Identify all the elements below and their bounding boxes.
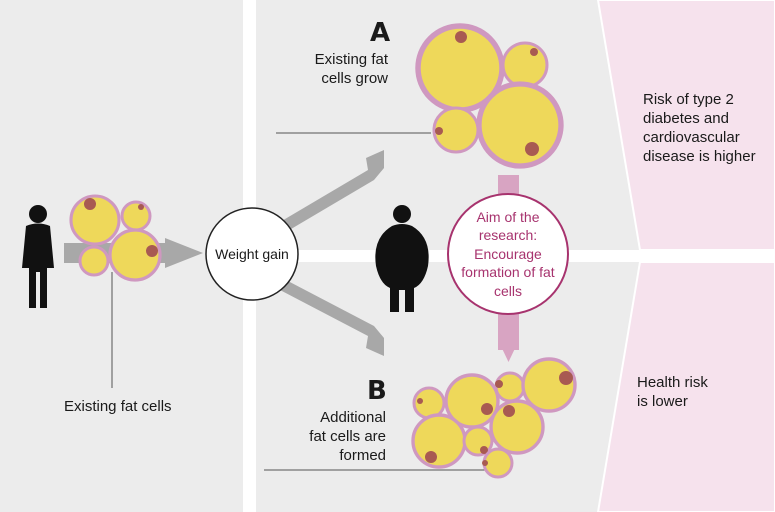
- nucleus: [84, 198, 96, 210]
- fat-cell-icon: [501, 41, 549, 89]
- risk-high-label: Risk of type 2 diabetes and cardiovascul…: [643, 91, 756, 165]
- person-obese-icon: [375, 205, 429, 312]
- fat-cell-icon: [120, 200, 152, 232]
- risk-low-label: Health risk is lower: [637, 374, 708, 410]
- nucleus: [435, 127, 443, 135]
- fat-cell-icon: [476, 81, 564, 169]
- existing-fat-cells-label: Existing fat cells: [64, 398, 172, 415]
- arrow-to-option-a: [280, 150, 384, 232]
- nucleus: [559, 371, 573, 385]
- nucleus: [455, 31, 467, 43]
- nucleus: [525, 142, 539, 156]
- fat-cell-icon: [521, 357, 577, 413]
- nucleus: [146, 245, 158, 257]
- fat-cell-icon: [411, 413, 467, 469]
- nucleus: [482, 460, 488, 466]
- pink-arrow-head: [498, 340, 519, 362]
- person-slim-icon: [22, 205, 54, 308]
- fat-cell-icon: [108, 228, 162, 282]
- risk-high-panel: [596, 0, 775, 251]
- weight-gain-label: Weight gain: [215, 246, 289, 262]
- fat-cell-icon: [462, 425, 494, 457]
- fat-cell-icon: [489, 399, 545, 455]
- nucleus: [530, 48, 538, 56]
- fat-cell-icon: [432, 106, 480, 154]
- fat-cell-icon: [78, 245, 110, 277]
- aim-circle: [447, 193, 569, 315]
- nucleus: [495, 380, 503, 388]
- fat-cell-icon: [482, 447, 514, 479]
- option-b-letter: B: [367, 376, 387, 406]
- nucleus: [503, 405, 515, 417]
- fat-cells-group: [69, 23, 577, 479]
- nucleus: [480, 446, 488, 454]
- fat-cell-icon: [69, 194, 121, 246]
- option-a-description: Existing fat cells grow: [314, 51, 388, 87]
- nucleus: [425, 451, 437, 463]
- option-a-letter: A: [370, 18, 391, 48]
- nucleus: [417, 398, 423, 404]
- option-b-description: Additional fat cells are formed: [309, 409, 386, 464]
- arrow-to-option-b: [280, 280, 384, 356]
- nucleus: [138, 204, 144, 210]
- fat-cell-icon: [494, 371, 526, 403]
- aim-label: Aim of the research: Encourage formation…: [461, 208, 555, 299]
- nucleus: [481, 403, 493, 415]
- weight-gain-circle: [205, 207, 299, 301]
